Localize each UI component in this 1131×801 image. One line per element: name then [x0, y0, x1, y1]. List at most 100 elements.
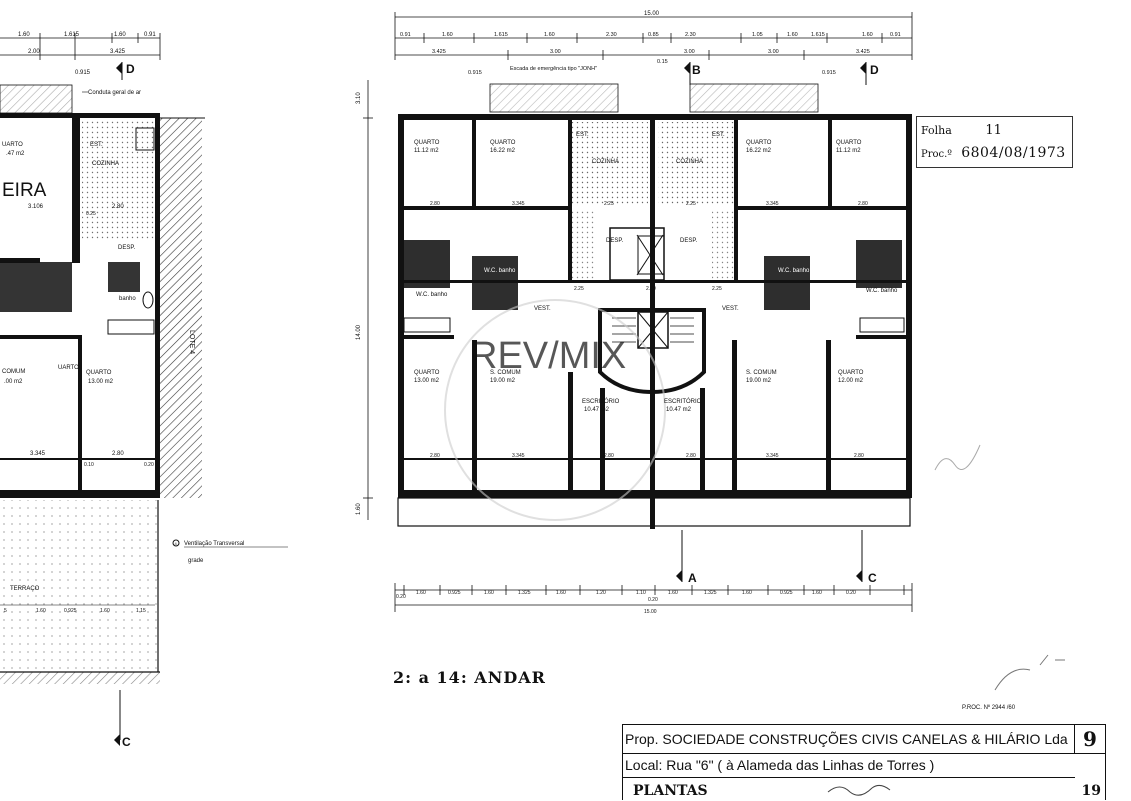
- top-dim-0: 0.91: [400, 32, 411, 38]
- left-dim-010: 0.10: [84, 462, 94, 468]
- svg-text:2.80: 2.80: [858, 201, 868, 207]
- svg-text:1.60: 1.60: [36, 608, 46, 614]
- left-dim-280b: 2.80: [112, 451, 124, 457]
- watermark-logo: REV/MIX: [470, 335, 626, 377]
- section-mark-d: D: [870, 63, 879, 77]
- left-dim-020: 0.20: [144, 462, 154, 468]
- left-dim-1615: 1.615: [64, 32, 80, 38]
- svg-text:3.345: 3.345: [512, 201, 525, 207]
- left-dim-280: 2.80: [112, 204, 124, 210]
- top-dim-1: 1.60: [442, 32, 453, 38]
- top-small-0: 0.915: [468, 70, 482, 76]
- top-small-1: 0.15: [657, 59, 668, 65]
- room-label: DESP.: [680, 238, 698, 244]
- room-area: 10.47 m2: [584, 407, 610, 413]
- svg-text:1.60: 1.60: [484, 590, 494, 596]
- svg-text:UARTO: UARTO: [58, 365, 79, 371]
- svg-text:2.40: 2.40: [646, 286, 656, 292]
- sheet-number: 9: [1074, 725, 1105, 754]
- room-label: EST.: [576, 132, 589, 138]
- room-area: 16.22 m2: [746, 148, 772, 154]
- room-label: VEST.: [722, 306, 739, 312]
- floor-label: 2: a 14: ANDAR: [393, 668, 546, 687]
- svg-text:1.60: 1.60: [668, 590, 678, 596]
- room-label: QUARTO: [490, 140, 516, 146]
- handwritten-scribble: [994, 654, 1065, 691]
- left-dim-bottom: 1.60: [356, 503, 362, 515]
- svg-text:0.20: 0.20: [396, 594, 406, 600]
- room-area: 19.00 m2: [490, 378, 516, 384]
- ventilacao-note: Ventilação Transversal: [184, 541, 244, 547]
- room-label: W.C. banho: [866, 288, 898, 294]
- svg-text:2.80: 2.80: [430, 201, 440, 207]
- svg-text:0.20: 0.20: [846, 590, 856, 596]
- room-label: QUARTO: [414, 370, 440, 376]
- top-row2-3: 3.00: [768, 49, 779, 55]
- svg-text:1.325: 1.325: [518, 590, 531, 596]
- top-dim-4: 2.30: [606, 32, 617, 38]
- title-block: Prop. SOCIEDADE CONSTRUÇÕES CIVIS CANELA…: [622, 724, 1106, 800]
- escada-note: Escada de emergência tipo "JONH": [510, 66, 597, 72]
- svg-text:2.25: 2.25: [686, 201, 696, 207]
- svg-text:1.325: 1.325: [704, 590, 717, 596]
- conduta-label: Conduta geral de ar: [88, 90, 141, 96]
- svg-text:1.60: 1.60: [416, 590, 426, 596]
- svg-text:1.60: 1.60: [100, 608, 110, 614]
- svg-text:3.345: 3.345: [766, 201, 779, 207]
- svg-text:2.25: 2.25: [712, 286, 722, 292]
- title-local: Local: Rua "6" ( à Alameda das Linhas de…: [623, 753, 1075, 778]
- room-area: 16.22 m2: [490, 148, 516, 154]
- left-dim-top: 3.10: [356, 92, 362, 104]
- left-dim-160b: 1.60: [114, 32, 126, 38]
- room-label: COZINHA: [592, 159, 619, 165]
- left-dim-3345: 3.345: [30, 451, 46, 457]
- room-label: QUARTO: [836, 140, 862, 146]
- svg-text:UARTO: UARTO: [2, 142, 23, 148]
- grade-note: grade: [188, 558, 204, 564]
- top-overall-dim: 15.00: [644, 11, 660, 17]
- svg-text:3.345: 3.345: [512, 453, 525, 459]
- svg-text:0.20: 0.20: [648, 597, 658, 603]
- top-row2-2: 3.00: [684, 49, 695, 55]
- room-label: DESP.: [606, 238, 624, 244]
- left-dim-160a: 1.60: [18, 32, 30, 38]
- svg-text:COZINHA: COZINHA: [92, 161, 119, 167]
- top-dim-10: 1.60: [862, 32, 873, 38]
- svg-text:5: 5: [4, 608, 7, 614]
- top-row2-0: 3.425: [432, 49, 446, 55]
- room-label: S. COMUM: [490, 370, 521, 376]
- top-dim-11: 0.91: [890, 32, 901, 38]
- room-label: ESCRITÓRIO: [664, 398, 702, 405]
- left-dim-3425: 3.425: [110, 49, 126, 55]
- left-dim-3106: 3.106: [28, 204, 44, 210]
- svg-text:2.80: 2.80: [604, 453, 614, 459]
- top-row2-1: 3.00: [550, 49, 561, 55]
- svg-text:0.925: 0.925: [448, 590, 461, 596]
- svg-text:1.15: 1.15: [136, 608, 146, 614]
- room-area: 11.12 m2: [836, 148, 861, 154]
- left-dim-0915: 0.915: [75, 70, 91, 76]
- svg-text:2.25: 2.25: [574, 286, 584, 292]
- top-dim-5: 0.85: [648, 32, 659, 38]
- left-quarto2-area: 13.00 m2: [88, 379, 114, 385]
- left-big-word: EIRA: [2, 180, 47, 201]
- room-area: 19.00 m2: [746, 378, 772, 384]
- left-scomum-area: .00 m2: [4, 379, 23, 385]
- top-row2-4: 3.425: [856, 49, 870, 55]
- folha-label: Folha: [921, 124, 952, 137]
- top-dim-8: 1.60: [787, 32, 798, 38]
- top-dim-9: 1.615: [811, 32, 825, 38]
- signature: [827, 784, 891, 796]
- room-label: VEST.: [534, 306, 551, 312]
- room-area: 10.47 m2: [666, 407, 692, 413]
- room-label: S. COMUM: [746, 370, 777, 376]
- room-label: EST.: [712, 132, 725, 138]
- svg-text:QUARTO: QUARTO: [86, 370, 112, 376]
- handwritten-scribble: [934, 444, 981, 471]
- terraco-label: TERRAÇO: [10, 586, 40, 592]
- room-label: W.C. banho: [778, 268, 810, 274]
- left-dim-200: 2.00: [28, 49, 40, 55]
- svg-text:2.25: 2.25: [604, 201, 614, 207]
- section-mark-d-left: D: [126, 62, 135, 76]
